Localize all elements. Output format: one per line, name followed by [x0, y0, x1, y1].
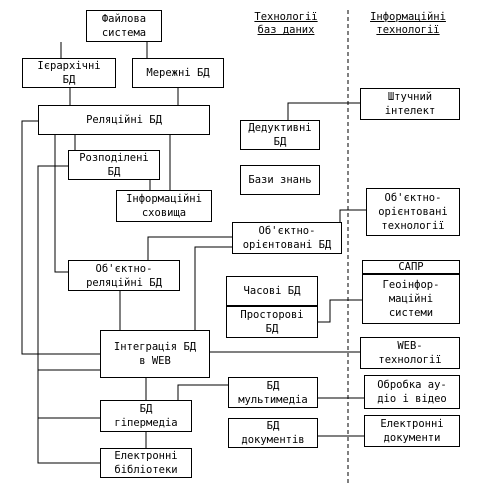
node-electronic-libraries: Електронні бібліотеки — [100, 448, 192, 478]
node-oo-technologies: Об'єктно- орієнтовані технології — [366, 188, 460, 236]
edge-dist-lib — [37, 165, 100, 464]
edge-rel-web — [21, 120, 100, 355]
header-info-technologies: Інформаційні технології — [370, 11, 446, 36]
node-hierarchical-db: Ієрархічні БД — [22, 58, 116, 88]
node-document-db: БД документів — [228, 418, 318, 448]
edge-rel-objrel — [54, 135, 68, 273]
edge-oo-objrel — [147, 236, 232, 260]
header-db-technologies: Технології баз даних — [254, 11, 318, 36]
node-audio-video-processing: Обробка ау- діо і відео — [364, 375, 460, 409]
node-web-technologies: WEB- технології — [360, 337, 460, 369]
node-network-db: Мережні БД — [132, 58, 224, 88]
node-spatial-db: Просторові БД — [226, 306, 318, 338]
edge-ded-ai — [287, 102, 360, 120]
node-gis: Геоінфор- маційні системи — [362, 274, 460, 324]
edge-ootech-oodb — [339, 209, 366, 222]
node-info-warehouses: Інформаційні сховища — [116, 190, 212, 222]
node-file-system: Файлова система — [86, 10, 162, 42]
node-temporal-db: Часові БД — [226, 276, 318, 306]
node-artificial-intelligence: Штучний інтелект — [360, 88, 460, 120]
node-relational-db: Реляційні БД — [38, 105, 210, 135]
node-electronic-documents: Електронні документи — [364, 415, 460, 447]
node-deductive-db: Дедуктивні БД — [240, 120, 320, 150]
node-object-oriented-db: Об'єктно- орієнтовані БД — [232, 222, 342, 254]
node-cad: САПР — [362, 260, 460, 274]
node-db-web-integration: Інтеграція БД в WEB — [100, 330, 210, 378]
edge-hyp-mm — [177, 384, 228, 400]
edge-gis-spatial — [318, 299, 362, 323]
edge-oodb-web — [194, 246, 232, 330]
node-multimedia-db: БД мультимедіа — [228, 377, 318, 408]
node-distributed-db: Розподілені БД — [68, 150, 160, 180]
node-knowledge-bases: Бази знань — [240, 165, 320, 195]
node-hypermedia-db: БД гіпермедіа — [100, 400, 192, 432]
node-object-relational-db: Об'єктно- реляційні БД — [68, 260, 180, 291]
